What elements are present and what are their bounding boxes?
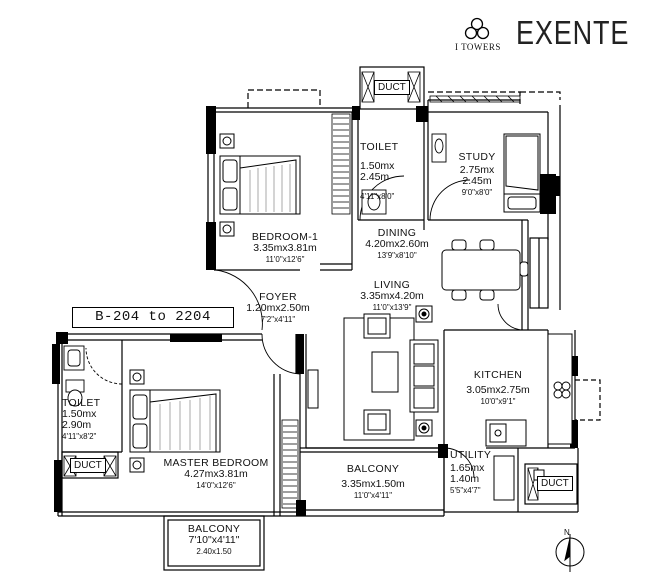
duct-label-top: DUCT xyxy=(374,80,410,95)
room-balcony-master: BALCONY 7'10"x4'11" 2.40x1.50 xyxy=(170,524,258,557)
room-name: BALCONY xyxy=(346,463,400,475)
room-metric: 3.35mx1.50m xyxy=(341,478,405,490)
room-imperial: 11'0"x4'11" xyxy=(353,491,393,500)
room-metric-a: 1.50mx xyxy=(62,408,97,420)
room-metric: 4.27mx3.81m xyxy=(184,468,248,480)
room-metric: 3.35mx4.20m xyxy=(360,290,424,302)
room-imperial: 11'0"x12'6" xyxy=(265,255,305,264)
room-metric-b: 2.45m xyxy=(360,171,390,183)
room-balcony-living: BALCONY 3.35mx1.50m 11'0"x4'11" xyxy=(318,464,428,501)
room-toilet1: TOILET 1.50mx 2.45m 4'11"x8'0" xyxy=(360,142,420,202)
room-bedroom1: BEDROOM-1 3.35mx3.81m 11'0"x12'6" xyxy=(230,232,340,265)
duct-top-box xyxy=(359,66,425,110)
room-dining: DINING 4.20mx2.60m 13'9"x8'10" xyxy=(350,228,444,261)
north-label: N xyxy=(564,528,570,537)
room-name: BEDROOM-1 xyxy=(251,231,319,243)
room-imperial: 7'2"x4'11" xyxy=(260,315,296,324)
room-toilet2: TOILET 1.50mx 2.90m 4'11"x8'2" xyxy=(62,398,116,442)
room-imperial: 14'0"x12'6" xyxy=(196,481,236,490)
room-utility: UTILITY 1.65mx 1.40m 5'5"x4'7" xyxy=(450,450,502,496)
room-name: TOILET xyxy=(62,397,101,409)
room-imperial: 11'0"x13'9" xyxy=(372,303,412,312)
room-metric-a: 1.65mx xyxy=(450,462,485,474)
room-name: LIVING xyxy=(373,279,411,291)
room-metric: 2.40x1.50 xyxy=(196,547,232,556)
room-name: BALCONY xyxy=(187,523,241,535)
room-name: DINING xyxy=(377,227,417,239)
room-living: LIVING 3.35mx4.20m 11'0"x13'9" xyxy=(344,280,440,313)
room-foyer: FOYER 1.20mx2.50m 7'2"x4'11" xyxy=(236,292,320,325)
duct-label-right: DUCT xyxy=(537,476,573,491)
room-name: MASTER BEDROOM xyxy=(163,457,269,469)
room-metric: 3.05mx2.75m xyxy=(466,384,530,396)
room-name: UTILITY xyxy=(450,449,492,461)
room-imperial: 4'11"x8'0" xyxy=(360,192,395,201)
room-metric-b: 1.40m xyxy=(450,473,480,485)
room-name: STUDY xyxy=(458,151,496,163)
room-metric: 1.20mx2.50m xyxy=(246,302,310,314)
room-metric: 4.20mx2.60m xyxy=(365,238,429,250)
brand-company: I TOWERS xyxy=(455,42,501,52)
room-name: FOYER xyxy=(259,291,297,303)
room-master-bedroom: MASTER BEDROOM 4.27mx3.81m 14'0"x12'6" xyxy=(150,458,282,491)
room-metric-a: 1.50mx xyxy=(360,160,395,172)
room-metric-a: 2.75mx xyxy=(459,164,495,176)
room-imperial: 9'0"x8'0" xyxy=(461,188,493,197)
room-name: KITCHEN xyxy=(473,369,523,381)
room-metric: 3.35mx3.81m xyxy=(253,242,317,254)
room-imperial: 4'11"x8'2" xyxy=(62,432,97,441)
duct-right-box xyxy=(524,463,578,505)
duct-label-left: DUCT xyxy=(70,458,106,473)
unit-number-tag: B-204 to 2204 xyxy=(72,307,234,328)
brand-project-name: EXENTE xyxy=(516,14,630,51)
room-name: TOILET xyxy=(360,141,399,153)
room-imperial: 7'10"x4'11" xyxy=(188,534,240,546)
room-study: STUDY 2.75mx 2.45m 9'0"x8'0" xyxy=(450,152,504,198)
room-kitchen: KITCHEN 3.05mx2.75m 10'0"x9'1" xyxy=(450,370,546,407)
dining-table xyxy=(441,249,521,291)
room-metric-b: 2.90m xyxy=(62,419,92,431)
room-imperial: 5'5"x4'7" xyxy=(450,486,481,495)
brand-logo-icon xyxy=(464,17,490,40)
room-metric-b: 2.45m xyxy=(462,175,492,187)
room-imperial: 10'0"x9'1" xyxy=(480,397,516,406)
north-arrow-icon xyxy=(555,534,585,572)
room-imperial: 13'9"x8'10" xyxy=(377,251,417,260)
